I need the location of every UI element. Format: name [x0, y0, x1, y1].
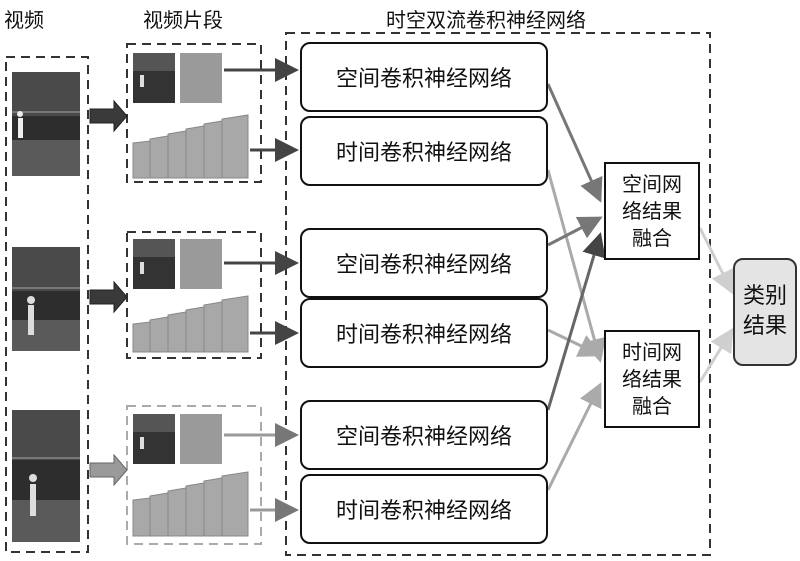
- clip-rgb-frame-1: [133, 53, 175, 103]
- temporal-fusion-line: 时间网: [622, 339, 682, 364]
- temporal-cnn-box: 时间卷积神经网络: [300, 474, 548, 544]
- two-stream-header: 时空双流卷积神经网络: [386, 8, 586, 32]
- clips-header: 视频片段: [143, 8, 223, 32]
- spatial-cnn-box: 空间卷积神经网络: [300, 400, 548, 470]
- classification-result-box: 类别 结果: [733, 258, 797, 366]
- spatial-cnn-box: 空间卷积神经网络: [300, 42, 548, 112]
- temporal-fusion-box: 时间网 络结果 融合: [604, 330, 700, 428]
- temporal-fusion-line: 络结果: [622, 366, 682, 391]
- net-to-fusion-arrow: [546, 232, 606, 411]
- temporal-cnn-box: 时间卷积神经网络: [300, 298, 548, 368]
- clip-box-2: [126, 231, 262, 359]
- classification-line: 类别: [742, 284, 787, 309]
- net-to-fusion-arrow: [546, 169, 607, 363]
- video-header: 视频: [4, 8, 44, 32]
- temporal-fusion-line: 融合: [632, 393, 672, 418]
- video-to-clip-arrow-2: [89, 280, 128, 314]
- fusion-to-result-arrow: [698, 327, 734, 383]
- fusion-to-result-arrow: [698, 227, 734, 295]
- clip-flow-frame-2: [180, 239, 222, 289]
- clip-flow-stack-1: [132, 114, 249, 179]
- classification-line: 结果: [742, 314, 787, 339]
- temporal-cnn-box: 时间卷积神经网络: [300, 116, 548, 186]
- net-to-fusion-arrow: [546, 382, 602, 491]
- spatial-cnn-box: 空间卷积神经网络: [300, 228, 548, 298]
- video-to-clip-arrow-1: [89, 99, 128, 133]
- net-to-fusion-arrow: [547, 328, 603, 357]
- clip-flow-stack-3: [132, 471, 249, 537]
- spatial-fusion-line: 融合: [632, 225, 672, 250]
- net-to-fusion-arrow: [546, 83, 603, 203]
- video-frame-2: [12, 247, 80, 351]
- clip-rgb-frame-3: [133, 414, 175, 464]
- clip-box-1: [126, 43, 262, 183]
- two-stream-border: [285, 32, 711, 556]
- spatial-fusion-line: 空间网: [622, 171, 682, 196]
- video-to-clip-arrow-3: [89, 453, 128, 487]
- clip-flow-stack-2: [132, 295, 249, 353]
- spatial-fusion-box: 空间网 络结果 融合: [604, 162, 700, 260]
- clip-flow-frame-3: [180, 414, 222, 464]
- clip-rgb-frame-2: [133, 239, 175, 289]
- clip-box-3: [126, 405, 262, 545]
- spatial-fusion-line: 络结果: [622, 198, 682, 223]
- video-frame-1: [12, 72, 80, 176]
- video-frame-3: [12, 410, 80, 542]
- video-column-border: [5, 56, 89, 553]
- net-to-fusion-arrow: [547, 216, 603, 247]
- clip-flow-frame-1: [180, 53, 222, 103]
